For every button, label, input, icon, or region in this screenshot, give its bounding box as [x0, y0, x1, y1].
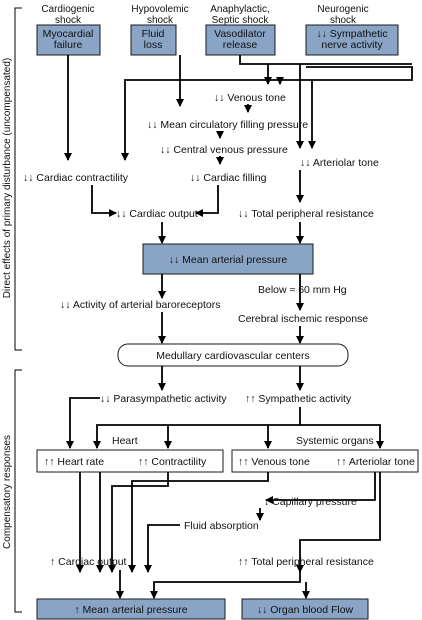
compensatory-bracket [14, 369, 22, 613]
cardiac-filling-down: ↓↓ Cardiac filling [190, 172, 267, 184]
arrow-contractility-to-output-2 [108, 472, 169, 573]
heart-label: Heart [112, 435, 138, 447]
direct-effects-bracket [14, 7, 22, 351]
vasodilator-release-box [205, 24, 276, 56]
causes-myocardial-line-2: failure [54, 39, 83, 51]
heart-rate-up: ↑↑ Heart rate [44, 456, 104, 468]
venous-tone-down: ↓↓ Venous tone [214, 92, 286, 104]
causes-myocardial-line-1: Myocardial [43, 28, 94, 40]
causes-sympathetic-line-2: nerve activity [321, 39, 383, 51]
medullary-centers-box [117, 343, 349, 367]
cardiac-output-down: ↓↓ Cardiac output [116, 208, 198, 220]
central-venous-pressure: ↓↓ Central venous pressure [160, 144, 288, 156]
myocardial-failure-box [36, 24, 101, 56]
causes-vasodilator-line-2: release [223, 39, 258, 51]
arteriolar-tone-down: ↓↓ Arteriolar tone [300, 157, 379, 169]
shock_types-neurogenic-line-2: shock [330, 15, 357, 26]
organ-blood-flow-label: ↓↓ Organ blood Flow [257, 604, 354, 616]
map-down-label: ↓↓ Mean arterial pressure [169, 254, 288, 266]
fluid-absorption: Fluid absorption [184, 520, 259, 532]
total-peripheral-resistance-up: ↑↑ Total peripheral resistance [238, 556, 374, 568]
shock_types-cardiogenic-line-2: shock [55, 15, 82, 26]
arrow-arteriolar-to-capillary [265, 472, 376, 504]
shock_types-anaphylactic-line-1: Anaphylactic, [210, 4, 269, 15]
arrow-absorption-to-output [144, 524, 180, 573]
cardiac-contractility-down: ↓↓ Cardiac contractility [23, 172, 129, 184]
systemic-organs-box [231, 449, 419, 473]
heart-box [36, 449, 224, 473]
arteriolar-tone-up: ↑↑ Arteriolar tone [336, 456, 415, 468]
shock_types-neurogenic-line-1: Neurogenic [317, 4, 368, 15]
map-down-box [142, 243, 314, 275]
arrow-sympathetic-to-contractility [121, 66, 413, 161]
fluid-loss-box [130, 24, 177, 56]
anaphylactic-septic-shock-header: Anaphylactic,Septic shock [210, 4, 269, 26]
arrow-venous-to-output [128, 472, 269, 573]
sympathetic-activity: ↑↑ Sympathetic activity [245, 393, 352, 405]
arrow-filling-to-output [195, 185, 219, 217]
map-up-box [36, 598, 226, 620]
parasympathetic-activity: ↓↓ Parasympathetic activity [100, 393, 227, 405]
arrow-tpr-to-map-up [150, 570, 301, 599]
compensatory-label: Compensatory responses [2, 435, 13, 549]
venous-tone-up: ↑↑ Venous tone [238, 456, 310, 468]
capillary-pressure-down: ↓ Capillary pressure [264, 496, 357, 508]
shock_types-hypovolemic-line-2: shock [147, 15, 174, 26]
arrow-to-arteriolar-tone-up [300, 424, 384, 449]
contractility-up: ↑↑ Contractility [138, 456, 207, 468]
sympathetic-nerve-activity-box [305, 24, 399, 56]
direct-effects-label: Direct effects of primary disturbance (u… [2, 58, 13, 298]
sympathetic-bus [93, 407, 301, 449]
shock_types-cardiogenic-line-1: Cardiogenic [41, 4, 94, 15]
causes-fluid-line-2: loss [144, 39, 163, 51]
organ-blood-flow-box [241, 598, 369, 620]
map-up-label: ↑ Mean arterial pressure [74, 604, 187, 616]
shock_types-hypovolemic-line-1: Hypovolemic [131, 4, 188, 15]
mean-circulatory-filling-pressure: ↓↓ Mean circulatory filling pressure [147, 119, 308, 131]
cerebral-ischemic-response: Cerebral ischemic response [238, 313, 368, 325]
causes-sympathetic-line-1: ↓↓ Sympathetic [316, 28, 387, 40]
systemic-organs-label: Systemic organs [296, 435, 374, 447]
arrow-contractility-to-output [91, 185, 117, 217]
total-peripheral-resistance-down: ↓↓ Total peripheral resistance [238, 208, 374, 220]
cardiac-output-up: ↑ Cardiac output [50, 556, 127, 568]
causes-fluid-line-1: Fluid [142, 28, 165, 40]
baroreceptor-activity: ↓↓ Activity of arterial baroreceptors [60, 299, 220, 311]
below-60-mmhg: Below ≈ 60 mm Hg [258, 284, 347, 296]
causes-vasodilator-line-1: Vasodilator [214, 28, 266, 40]
vasodilator-bus [239, 55, 412, 65]
shock_types-anaphylactic-line-2: Septic shock [212, 15, 270, 26]
arrow-arteriolar-to-tpr-up [296, 472, 381, 573]
medullary-centers-label: Medullary cardiovascular centers [156, 350, 309, 362]
arrow-parasympathetic-to-heart-rate [66, 397, 100, 449]
